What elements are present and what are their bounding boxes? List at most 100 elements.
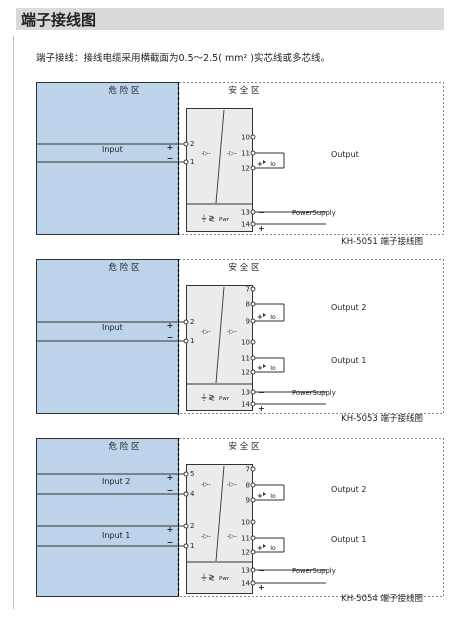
power-supply-label: PowerSupply — [292, 209, 336, 217]
page-title: 端子接线图 — [21, 11, 97, 29]
input-plus-sign: + — [167, 473, 174, 482]
power-minus-sign: − — [258, 566, 265, 575]
safe-area-outline — [179, 438, 444, 597]
output-terminal — [250, 301, 256, 307]
diagram-caption: KH-5051 端子接线图 — [341, 236, 423, 246]
output-label: Output 1 — [331, 356, 366, 365]
power-plus-sign: + — [258, 224, 265, 233]
power-terminal-number: 13 — [241, 209, 250, 217]
section-title-bar: 端子接线图 — [16, 8, 444, 30]
power-terminal-number: 14 — [241, 221, 250, 229]
input-terminal-number: 2 — [190, 318, 194, 326]
io-label: Io — [270, 314, 276, 321]
safe-zone-label: 安 全 区 — [229, 262, 260, 273]
isolator-module — [186, 464, 253, 594]
output-terminal — [250, 134, 256, 140]
current-arrow — [263, 364, 266, 368]
input-minus-sign: − — [167, 538, 174, 547]
power-terminal-number: 14 — [241, 580, 250, 588]
output-terminal-number: 11 — [241, 355, 250, 363]
input-label: Input — [102, 323, 123, 332]
power-terminal — [250, 567, 256, 573]
power-plus-sign: + — [258, 583, 265, 592]
input-terminal — [183, 319, 189, 325]
ground-symbol: ⏚≷ — [200, 573, 215, 582]
diagram-caption: KH-5054 端子接线图 — [341, 593, 423, 604]
output-terminal — [250, 549, 256, 555]
signal-amplifier-symbol: -▷- — [201, 149, 211, 157]
output-terminal — [250, 482, 256, 488]
pwr-label: Pwr — [219, 576, 230, 582]
input-terminal — [183, 159, 189, 165]
io-label: Io — [270, 365, 276, 372]
input-terminal-number: 2 — [190, 522, 194, 530]
current-arrow — [263, 492, 266, 496]
signal-amplifier-symbol: -▷- — [227, 149, 237, 157]
input-terminal-number: 4 — [190, 490, 195, 498]
safe-zone-label: 安 全 区 — [229, 85, 260, 96]
output-label: Output 2 — [331, 303, 366, 312]
input-minus-sign: − — [167, 333, 174, 342]
ground-symbol: ⏚≷ — [200, 393, 215, 402]
hazardous-area — [36, 438, 179, 597]
output-label: Output 1 — [331, 535, 366, 544]
hazardous-zone-label: 危 险 区 — [109, 85, 140, 96]
input-label: Input 1 — [102, 531, 130, 540]
current-arrow — [263, 313, 266, 317]
output-terminal-number: 11 — [241, 150, 250, 158]
hazardous-zone-label: 危 险 区 — [109, 441, 140, 452]
output-terminal-number: 9 — [246, 318, 250, 326]
pwr-label: Pwr — [219, 217, 230, 223]
output-plus-sign: + — [257, 313, 263, 321]
io-label: Io — [270, 545, 276, 552]
output-terminal-number: 8 — [246, 482, 250, 490]
power-minus-sign: − — [258, 388, 265, 397]
input-plus-sign: + — [167, 525, 174, 534]
output-terminal-number: 12 — [241, 369, 250, 377]
signal-amplifier-symbol: -▷- — [201, 480, 211, 488]
output-terminal — [250, 369, 256, 375]
output-plus-sign: + — [257, 492, 263, 500]
input-terminal-number: 5 — [190, 470, 194, 478]
output-terminal — [250, 150, 256, 156]
input-terminal — [183, 141, 189, 147]
signal-amplifier-symbol: -▷- — [227, 532, 237, 540]
output-terminal — [250, 286, 256, 292]
input-minus-sign: − — [167, 486, 174, 495]
output-terminal-number: 8 — [246, 301, 250, 309]
power-supply-label: PowerSupply — [292, 389, 336, 397]
isolation-barrier — [215, 465, 225, 562]
isolator-module — [186, 285, 253, 411]
output-plus-sign: + — [257, 364, 263, 372]
output-terminal-number: 7 — [246, 466, 250, 474]
output-plus-sign: + — [257, 160, 263, 168]
safe-area-outline — [179, 259, 444, 414]
isolation-barrier — [215, 109, 225, 204]
output-terminal-number: 11 — [241, 535, 250, 543]
input-minus-sign: − — [167, 154, 174, 163]
power-minus-sign: − — [258, 208, 265, 217]
input-terminal — [183, 471, 189, 477]
power-terminal — [250, 401, 256, 407]
output-terminal-number: 12 — [241, 549, 250, 557]
output-terminal — [250, 466, 256, 472]
output-terminal-number: 9 — [246, 497, 250, 505]
output-terminal-number: 12 — [241, 165, 250, 173]
signal-amplifier-symbol: -▷- — [227, 480, 237, 488]
output-terminal-number: 10 — [241, 519, 250, 527]
output-terminal-number: 10 — [241, 134, 250, 142]
input-terminal — [183, 491, 189, 497]
isolation-barrier — [215, 286, 225, 384]
output-terminal — [250, 519, 256, 525]
diagram-canvas: 危 险 区安 全 区⏚≷Pwr21Input+−-▷--▷-789+IoOutp… — [36, 259, 444, 424]
current-arrow — [263, 160, 266, 164]
power-terminal-number: 13 — [241, 567, 250, 575]
output-terminal — [250, 339, 256, 345]
diagram-canvas: 危 险 区安 全 区⏚≷Pwr21Input+−-▷--▷-101112+IoO… — [36, 82, 444, 246]
signal-amplifier-symbol: -▷- — [201, 532, 211, 540]
output-terminal — [250, 355, 256, 361]
power-terminal-number: 14 — [241, 401, 250, 409]
left-margin-rule — [13, 36, 14, 609]
